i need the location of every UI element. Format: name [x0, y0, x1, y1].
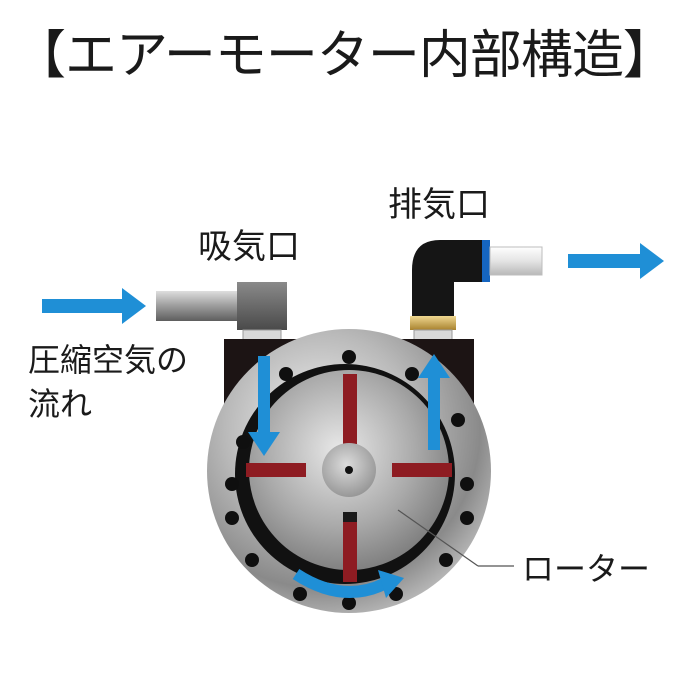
intake-pipe [156, 282, 287, 343]
vane-right [392, 463, 452, 477]
vane-bottom [343, 512, 357, 582]
intake-flow-arrow [42, 288, 146, 324]
exhaust-elbow-fitting [410, 240, 543, 341]
exhaust-flow-arrow [568, 243, 664, 279]
rotor-shaft [345, 466, 353, 474]
vane-top [343, 374, 357, 444]
vane-left [246, 463, 306, 477]
rotation-arrow [292, 568, 404, 598]
flow-arrow-down [248, 356, 280, 456]
rotor-label: ローター [522, 550, 651, 588]
rotor-leader-line [397, 509, 479, 567]
compressed-air-flow-label-line2: 流れ [28, 385, 93, 423]
flow-arrow-up [418, 354, 450, 450]
compressed-air-flow-label-line1: 圧縮空気の [28, 341, 189, 379]
intake-port-label: 吸気口 [198, 227, 300, 267]
rotor-vanes [246, 374, 452, 582]
exhaust-port-label: 排気口 [388, 185, 490, 225]
bolt-holes [225, 350, 474, 610]
page-title: 【エアーモーター内部構造】 [14, 26, 675, 86]
